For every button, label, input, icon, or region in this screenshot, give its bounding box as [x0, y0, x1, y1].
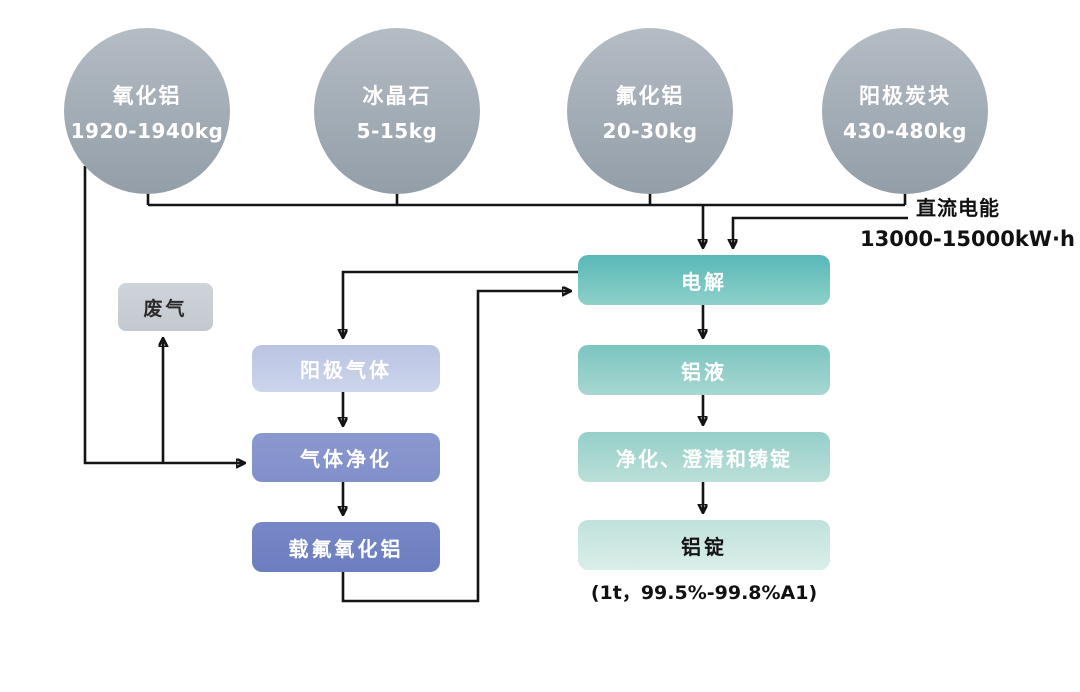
input-anode-carbon-amount: 430-480kg: [843, 118, 967, 143]
input-aluminum-fluoride-label: 氟化铝: [615, 83, 685, 108]
anode-gas-box: 阳极气体: [252, 345, 440, 392]
dc-energy-amount: 13000-15000kW·h: [860, 227, 1075, 251]
arrow-energy-to-electrolysis: [733, 216, 908, 247]
fluorine-loaded-alumina-box: 载氟氧化铝: [252, 522, 440, 572]
input-circle-aluminum-fluoride: 氟化铝 20-30kg: [567, 28, 733, 194]
input-alumina-label: 氧化铝: [112, 83, 182, 108]
dc-energy-label: 直流电能: [916, 196, 1000, 220]
ingot-purity-note: (1t，99.5%-99.8%A1): [590, 582, 818, 604]
input-aluminum-fluoride-amount: 20-30kg: [602, 118, 698, 143]
arrow-alumina-to-gas-purification: [83, 166, 244, 463]
electrolysis-box: 电解: [578, 255, 830, 305]
waste-gas-box: 废气: [118, 283, 213, 331]
aluminum-ingot-box: 铝锭: [578, 520, 830, 570]
input-cryolite-label: 冰晶石: [362, 83, 432, 108]
gas-purification-box: 气体净化: [252, 433, 440, 482]
input-anode-carbon-label: 阳极炭块: [859, 83, 951, 108]
arrow-electrolysis-to-anode-gas: [343, 270, 578, 337]
input-circle-cryolite: 冰晶石 5-15kg: [314, 28, 480, 194]
input-circle-alumina: 氧化铝 1920-1940kg: [64, 28, 230, 194]
input-cryolite-amount: 5-15kg: [356, 118, 438, 143]
arrow-loaded-alumina-to-electrolysis: [341, 291, 570, 603]
input-alumina-amount: 1920-1940kg: [70, 118, 224, 143]
refining-casting-box: 净化、澄清和铸锭: [578, 432, 830, 482]
input-circle-anode-carbon: 阳极炭块 430-480kg: [822, 28, 988, 194]
connector-inputs-bus: [146, 190, 907, 207]
molten-aluminum-box: 铝液: [578, 345, 830, 395]
